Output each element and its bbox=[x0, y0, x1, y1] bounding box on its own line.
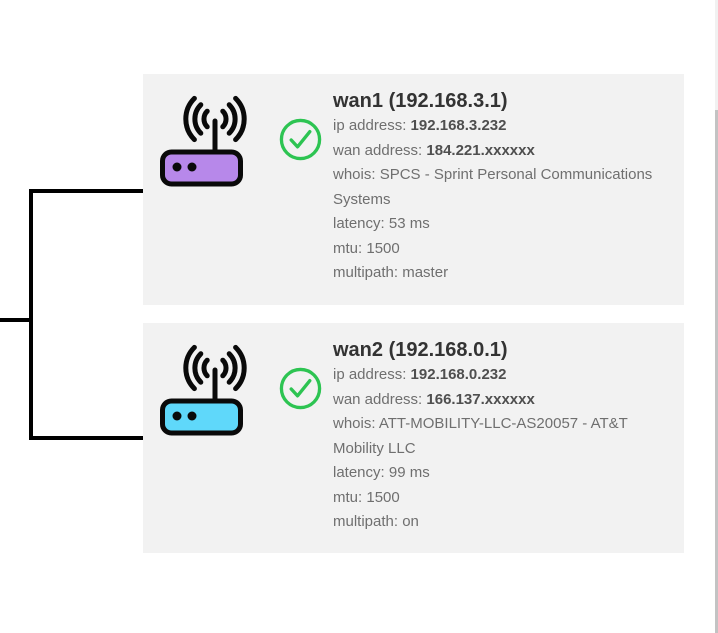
multipath-row: multipath: master bbox=[333, 264, 449, 281]
router-body bbox=[160, 398, 243, 436]
wan-address-row: wan address: 184.221.xxxxxx bbox=[333, 141, 535, 159]
connector-wan2-line bbox=[29, 436, 143, 440]
connector-wan1-line bbox=[29, 189, 143, 193]
wan1-card: wan1 (192.168.3.1) ip address: 192.168.3… bbox=[143, 74, 684, 305]
wan1-details: wan1 (192.168.3.1) ip address: 192.168.3… bbox=[333, 88, 666, 286]
mtu-row: mtu: 1500 bbox=[333, 488, 400, 506]
whois-row: whois: ATT-MOBILITY-LLC-AS20057 - AT&T M… bbox=[333, 415, 628, 457]
router-body bbox=[160, 149, 243, 187]
multipath-row: multipath: on bbox=[333, 513, 419, 530]
router-wifi-icon bbox=[158, 94, 250, 190]
check-circle-icon bbox=[278, 117, 323, 162]
ip-address-row: ip address: 192.168.3.232 bbox=[333, 117, 507, 134]
wan2-title: wan2 (192.168.0.1) bbox=[333, 339, 508, 361]
latency-row: latency: 99 ms bbox=[333, 464, 430, 481]
wan-address-row: wan address: 166.137.xxxxxx bbox=[333, 390, 535, 408]
ip-address-row: ip address: 192.168.0.232 bbox=[333, 366, 507, 383]
router-wifi-icon bbox=[158, 343, 250, 439]
wan2-details: wan2 (192.168.0.1) ip address: 192.168.0… bbox=[333, 337, 666, 535]
connector-stub-line bbox=[0, 318, 32, 322]
mtu-row: mtu: 1500 bbox=[333, 239, 400, 257]
whois-row: whois: SPCS - Sprint Personal Communicat… bbox=[333, 166, 653, 208]
check-circle-icon bbox=[278, 366, 323, 411]
latency-row: latency: 53 ms bbox=[333, 215, 430, 232]
wan1-title: wan1 (192.168.3.1) bbox=[333, 90, 508, 112]
wan2-card: wan2 (192.168.0.1) ip address: 192.168.0… bbox=[143, 323, 684, 553]
connector-vertical-line bbox=[29, 189, 33, 440]
scrollbar-thumb[interactable] bbox=[715, 110, 718, 633]
